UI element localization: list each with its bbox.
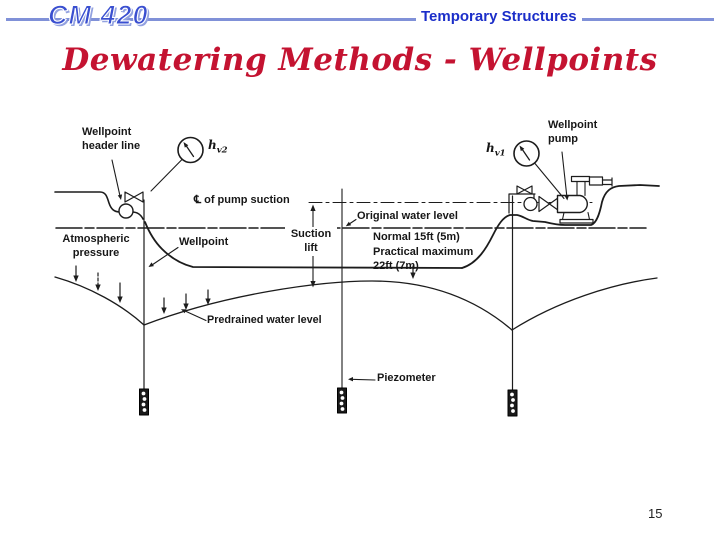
label-wellpoint: Wellpoint (179, 236, 229, 248)
atmospheric-pressure-arrows (73, 265, 416, 314)
wellpoint-screen-right (507, 389, 518, 417)
vacuum-gauge-left (150, 136, 204, 192)
label-pump-suction-centerline: ℄ of pump suction (194, 194, 290, 206)
label-suction-lift: Suction lift (285, 227, 337, 256)
suction-fitting (523, 196, 538, 212)
leader-wellpoint-pump (561, 151, 569, 201)
discharge-spout (601, 177, 613, 187)
pump-base (559, 218, 594, 224)
wellpoint-pump-assembly (508, 175, 613, 224)
leader-original-water-level (345, 218, 357, 227)
leader-predrained-water-level (181, 309, 207, 322)
label-original-water-level: Original water level (357, 210, 458, 222)
label-wellpoint-header-line: Wellpoint header line (82, 126, 141, 152)
header-rule-line (6, 18, 714, 21)
header-valve-icon (124, 191, 144, 203)
label-gauge-hv1: hv1 (486, 141, 506, 159)
piezometer-screen (337, 387, 347, 414)
wellpoint-screen-left (139, 388, 149, 416)
excavation-slope-and-bottom (144, 221, 463, 269)
pump-body (556, 194, 588, 214)
course-title: Temporary Structures (416, 8, 582, 25)
course-code-logo: CM 420 (47, 0, 149, 31)
discharge-elbow (588, 176, 604, 186)
leader-wellpoint (148, 246, 179, 267)
page-number: 15 (648, 506, 663, 521)
pump-valve-icon (516, 185, 533, 195)
right-bank-profile (461, 184, 660, 269)
leader-piezometer (348, 377, 376, 382)
label-gauge-hv2: hv2 (208, 138, 228, 156)
ground-surface-left (54, 191, 144, 220)
leader-wellpoint-header-line (111, 159, 123, 200)
label-piezometer: Piezometer (377, 372, 436, 384)
label-atmospheric-pressure: Atmospheric pressure (62, 233, 130, 259)
drawdown-curve-middle (143, 280, 513, 331)
header-pipe-section (118, 203, 134, 219)
vacuum-gauge-right (513, 140, 565, 200)
label-predrained-water-level: Predrained water level (207, 314, 322, 326)
drawdown-curve-left (54, 276, 145, 326)
label-drawdown-note: Normal 15ft (5m) Practical maximum 22ft … (373, 231, 474, 272)
label-wellpoint-pump: Wellpoint pump (548, 119, 598, 145)
discharge-flange (570, 175, 591, 183)
slide-title: Dewatering Methods - Wellpoints (62, 42, 658, 78)
drawdown-curve-right (511, 277, 658, 331)
